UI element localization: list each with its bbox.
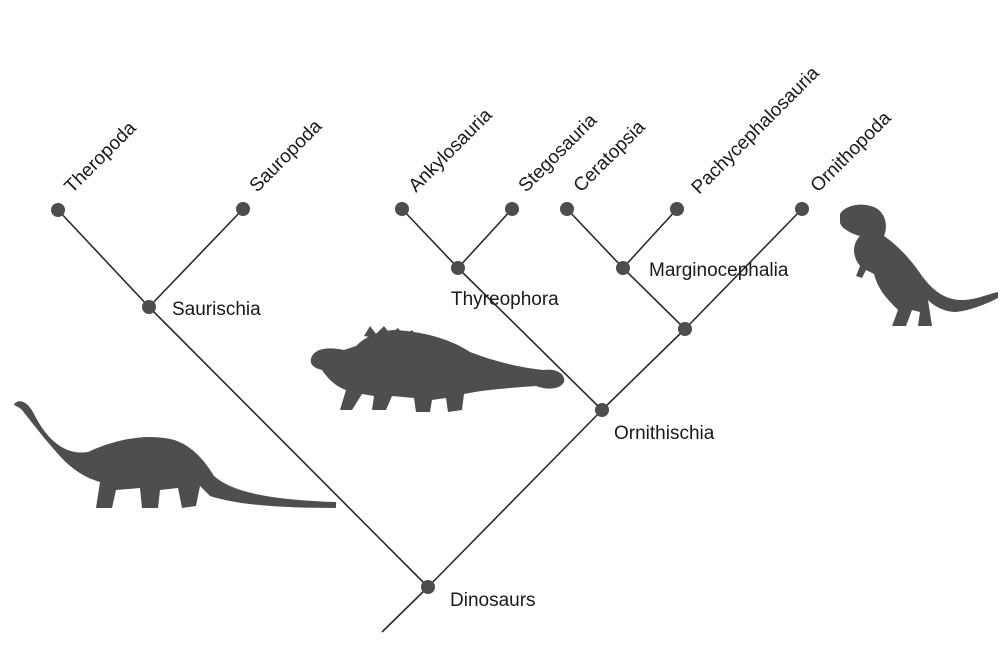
node-ornithopoda — [795, 202, 809, 216]
clade-label-marginocephalia: Marginocephalia — [649, 260, 789, 281]
edge-thyreophora-stegosauria — [457, 208, 513, 269]
edge-ornithischia-cerapoda — [601, 328, 686, 411]
tree-edges — [57, 208, 803, 633]
edge-cerapoda-marginocephalia — [622, 267, 686, 330]
tip-label-ankylosauria: Ankylosauria — [405, 104, 497, 196]
node-saurischia — [142, 300, 156, 314]
edge-dinosaurs-ornithischia — [427, 409, 603, 588]
edge-root-stem — [381, 586, 429, 633]
sauropod-silhouette — [14, 401, 336, 508]
edge-saurischia-sauropoda — [148, 208, 244, 308]
node-pachycephalosauria — [670, 202, 684, 216]
node-cerapoda — [678, 322, 692, 336]
edge-dinosaurs-saurischia — [148, 306, 429, 588]
edge-ornithischia-thyreophora — [457, 267, 603, 411]
node-stegosauria — [505, 202, 519, 216]
tip-label-ornithopoda: Ornithopoda — [807, 107, 896, 196]
node-marginocephalia — [616, 261, 630, 275]
edge-marginocephalia-ceratopsia — [566, 208, 624, 269]
node-dinosaurs — [421, 580, 435, 594]
clade-label-dinosaurs: Dinosaurs — [450, 590, 536, 611]
node-ceratopsia — [560, 202, 574, 216]
clade-label-ornithischia: Ornithischia — [614, 423, 715, 444]
tip-label-pachycephalosauria: Pachycephalosauria — [688, 62, 824, 198]
tree-nodes — [51, 202, 809, 594]
tip-label-sauropoda: Sauropoda — [246, 116, 327, 197]
node-theropoda — [51, 203, 65, 217]
edge-cerapoda-ornithopoda — [684, 208, 803, 330]
node-sauropoda — [236, 202, 250, 216]
clade-label-saurischia: Saurischia — [172, 299, 261, 320]
clade-labels: Saurischia Thyreophora Marginocephalia O… — [172, 260, 789, 611]
ornithopod-silhouette — [840, 204, 998, 326]
edge-saurischia-theropoda — [57, 209, 150, 308]
tip-label-theropoda: Theropoda — [61, 117, 141, 197]
node-ornithischia — [595, 403, 609, 417]
edge-thyreophora-ankylosauria — [401, 208, 459, 269]
ankylosaur-silhouette — [310, 326, 565, 412]
edge-marginocephalia-pachycephalosauria — [622, 208, 678, 269]
node-thyreophora — [451, 261, 465, 275]
tip-labels: Theropoda Sauropoda Ankylosauria Stegosa… — [61, 62, 896, 198]
node-ankylosauria — [395, 202, 409, 216]
clade-label-thyreophora: Thyreophora — [451, 289, 559, 310]
